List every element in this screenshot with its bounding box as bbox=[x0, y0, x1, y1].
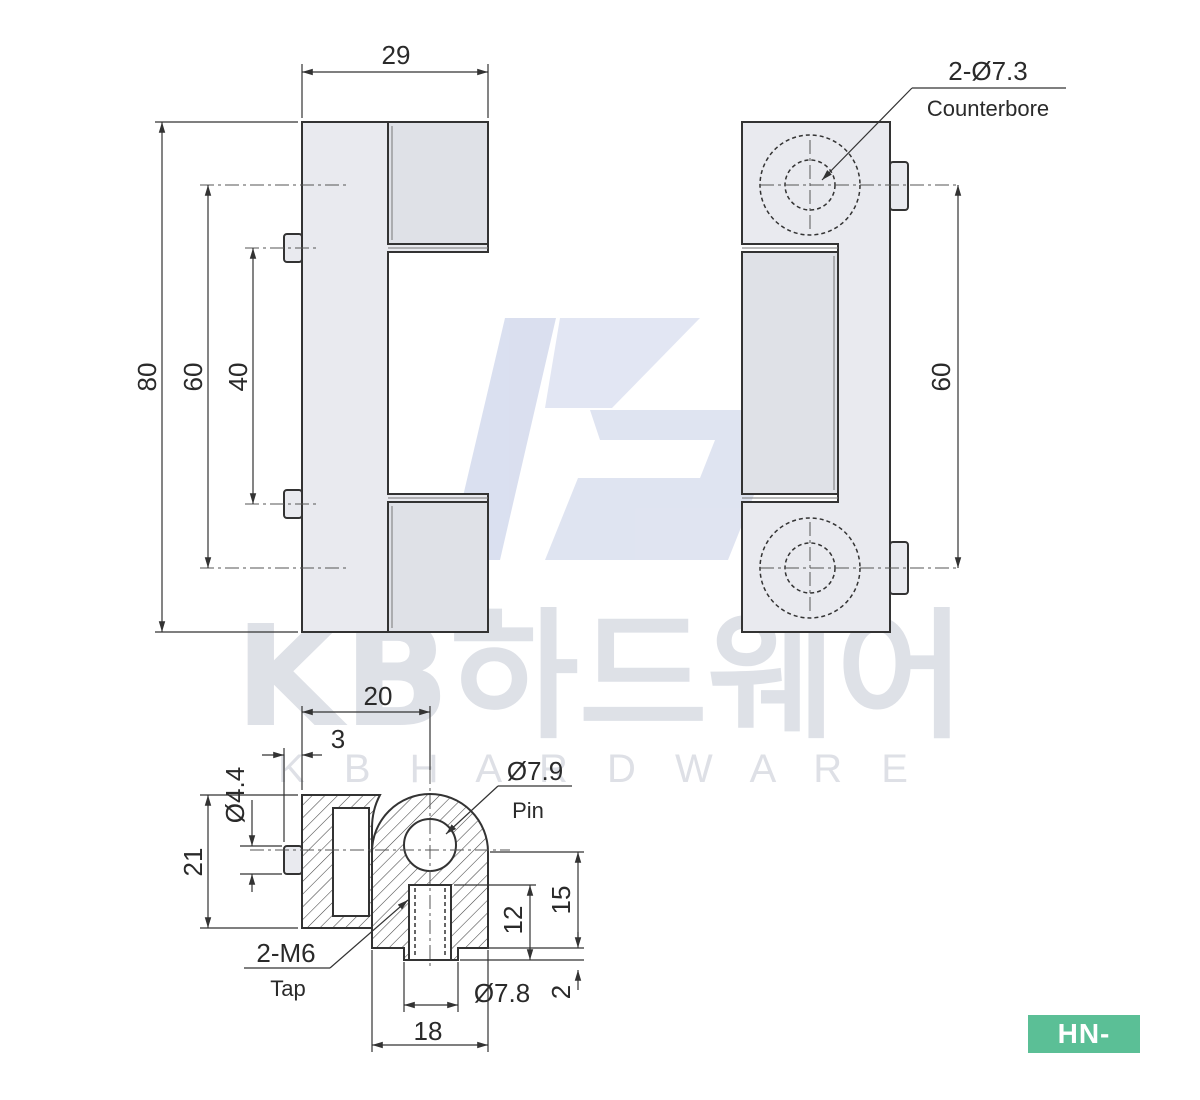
watermark-english: K B H A R D W A R E bbox=[278, 747, 922, 791]
side-view: 60 2-Ø7.3 Counterbore bbox=[741, 56, 1066, 633]
dim-counterbore-dia: Ø7.8 bbox=[474, 978, 530, 1008]
pin-bore-dia: Ø7.9 bbox=[507, 756, 563, 786]
dim-height-21: 21 bbox=[178, 848, 208, 877]
kb-logo-watermark bbox=[448, 318, 772, 560]
counterbore-spec: 2-Ø7.3 bbox=[948, 56, 1028, 86]
dim-base-18: 18 bbox=[414, 1016, 443, 1046]
front-view: 29 80 60 40 bbox=[132, 40, 489, 633]
counterbore-label: Counterbore bbox=[927, 96, 1049, 121]
side-knuckle-middle bbox=[741, 251, 839, 495]
tap-label: Tap bbox=[270, 976, 305, 1001]
dim-depth-20: 20 bbox=[364, 681, 393, 711]
front-knuckle-top bbox=[387, 121, 489, 245]
dim-body-15: 15 bbox=[546, 886, 576, 915]
dim-pitch-60: 60 bbox=[178, 363, 208, 392]
dim-width-29: 29 bbox=[382, 40, 411, 70]
dim-step-2: 2 bbox=[546, 985, 576, 999]
front-knuckle-bottom bbox=[387, 501, 489, 633]
dim-tap-12: 12 bbox=[498, 906, 528, 935]
pin-label: Pin bbox=[512, 798, 544, 823]
tap-spec: 2-M6 bbox=[256, 938, 315, 968]
dim-side-pitch-60: 60 bbox=[926, 363, 956, 392]
dim-pin-pitch-40: 40 bbox=[223, 363, 253, 392]
section-left-bore bbox=[332, 807, 370, 917]
dim-offset-3: 3 bbox=[331, 724, 345, 754]
dim-height-80: 80 bbox=[132, 363, 162, 392]
side-boss-top bbox=[889, 161, 909, 211]
model-code-badge: HN-1520 bbox=[1028, 1015, 1140, 1087]
section-view: 20 3 Ø4.4 21 Ø7.9 Pin 15 12 bbox=[178, 681, 584, 1052]
